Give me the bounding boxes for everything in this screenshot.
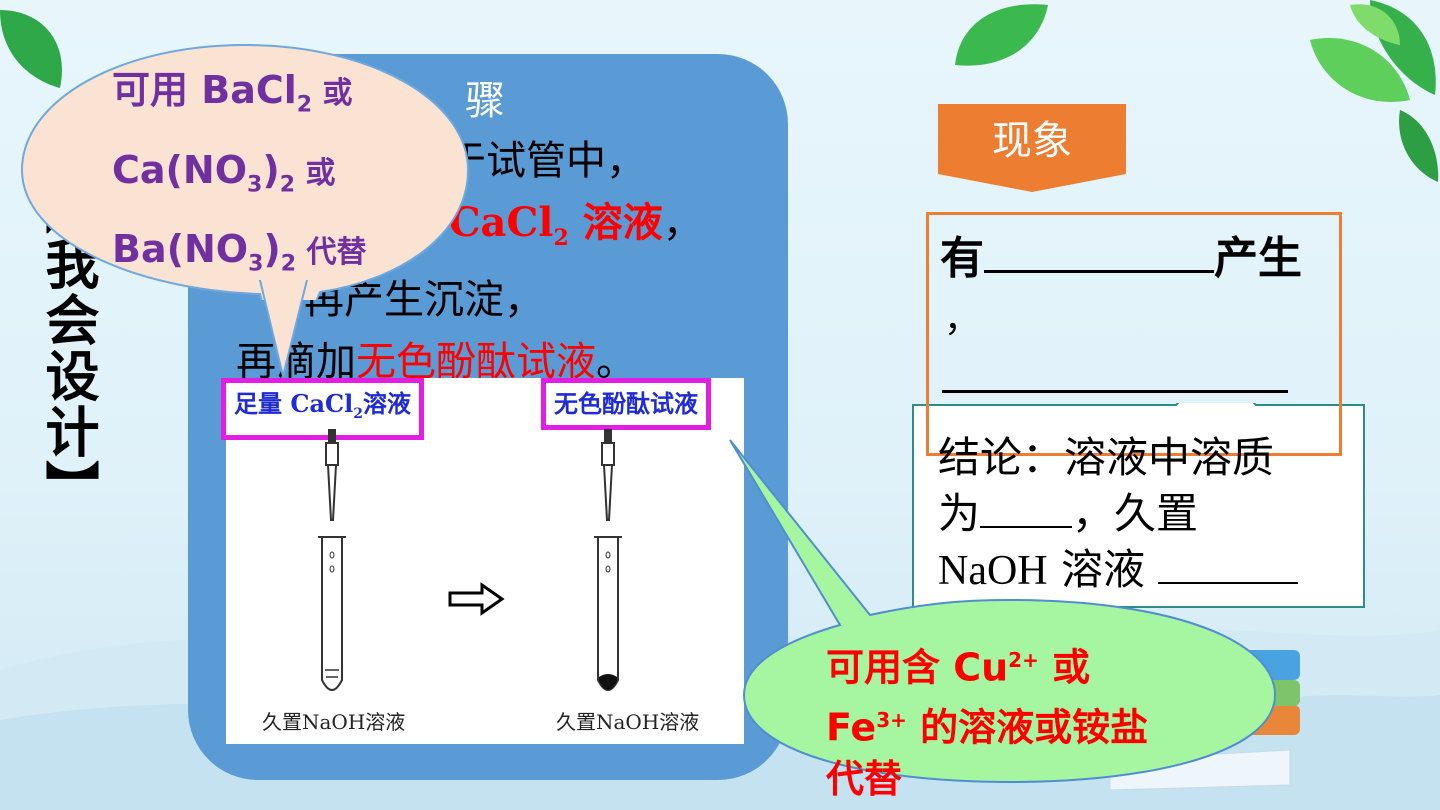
observation-tab-label: 现象 — [992, 118, 1072, 164]
steps-line-4-end: 。 — [596, 339, 636, 385]
steps-indicator: 无色酚酞试液 — [356, 339, 596, 385]
steps-line-4-pre: 再滴加 — [236, 339, 356, 385]
conclusion-text: 结论：溶液中溶质 为，久置 NaOH 溶液 — [938, 430, 1358, 599]
observation-tab — [938, 104, 1126, 192]
callout-right-text: 可用含 Cu2+ 或 Fe3+ 的溶液或铵盐 代替 — [826, 645, 1149, 802]
leaf-icon — [0, 10, 62, 88]
steps-heading: 骤 — [465, 78, 505, 124]
callout-bubble-right — [729, 439, 1277, 784]
callout-bubble-left — [20, 43, 470, 300]
answer-blank[interactable] — [1158, 546, 1299, 584]
answer-blank[interactable] — [980, 490, 1073, 528]
leaf-icon — [955, 4, 1048, 66]
observation-line-1: 有产生 — [940, 222, 1302, 286]
steps-chem-cacl2: CaCl2 溶液 — [448, 199, 663, 251]
steps-line-1: 于试管中， — [446, 138, 646, 184]
tube-caption-left: 久置NaOH溶液 — [262, 710, 406, 734]
dropper-icon — [601, 429, 615, 521]
arrow-right-icon — [448, 582, 505, 616]
test-tube-icon — [594, 536, 622, 691]
observation-box — [926, 212, 1342, 456]
observation-comma: ， — [944, 299, 981, 340]
test-tube-icon — [318, 536, 346, 691]
reagent-tag-phenolphthalein: 无色酚酞试液 — [541, 378, 711, 430]
tube-caption-right: 久置NaOH溶液 — [556, 710, 700, 734]
reagent-tag-cacl2: 足量 CaCl2溶液 — [221, 378, 424, 440]
test-tubes-drawing — [318, 429, 622, 691]
steps-line-2-end: ， — [662, 200, 703, 246]
callout-pointer-left — [258, 280, 309, 377]
leaf-icon — [1310, 0, 1439, 182]
answer-blank[interactable] — [942, 390, 1288, 393]
dropper-icon — [325, 429, 339, 521]
callout-left-text: 可用 BaCl2 或 Ca(NO3)2 或 Ba(NO3)2 代替 — [112, 68, 367, 277]
answer-blank[interactable] — [984, 230, 1214, 273]
